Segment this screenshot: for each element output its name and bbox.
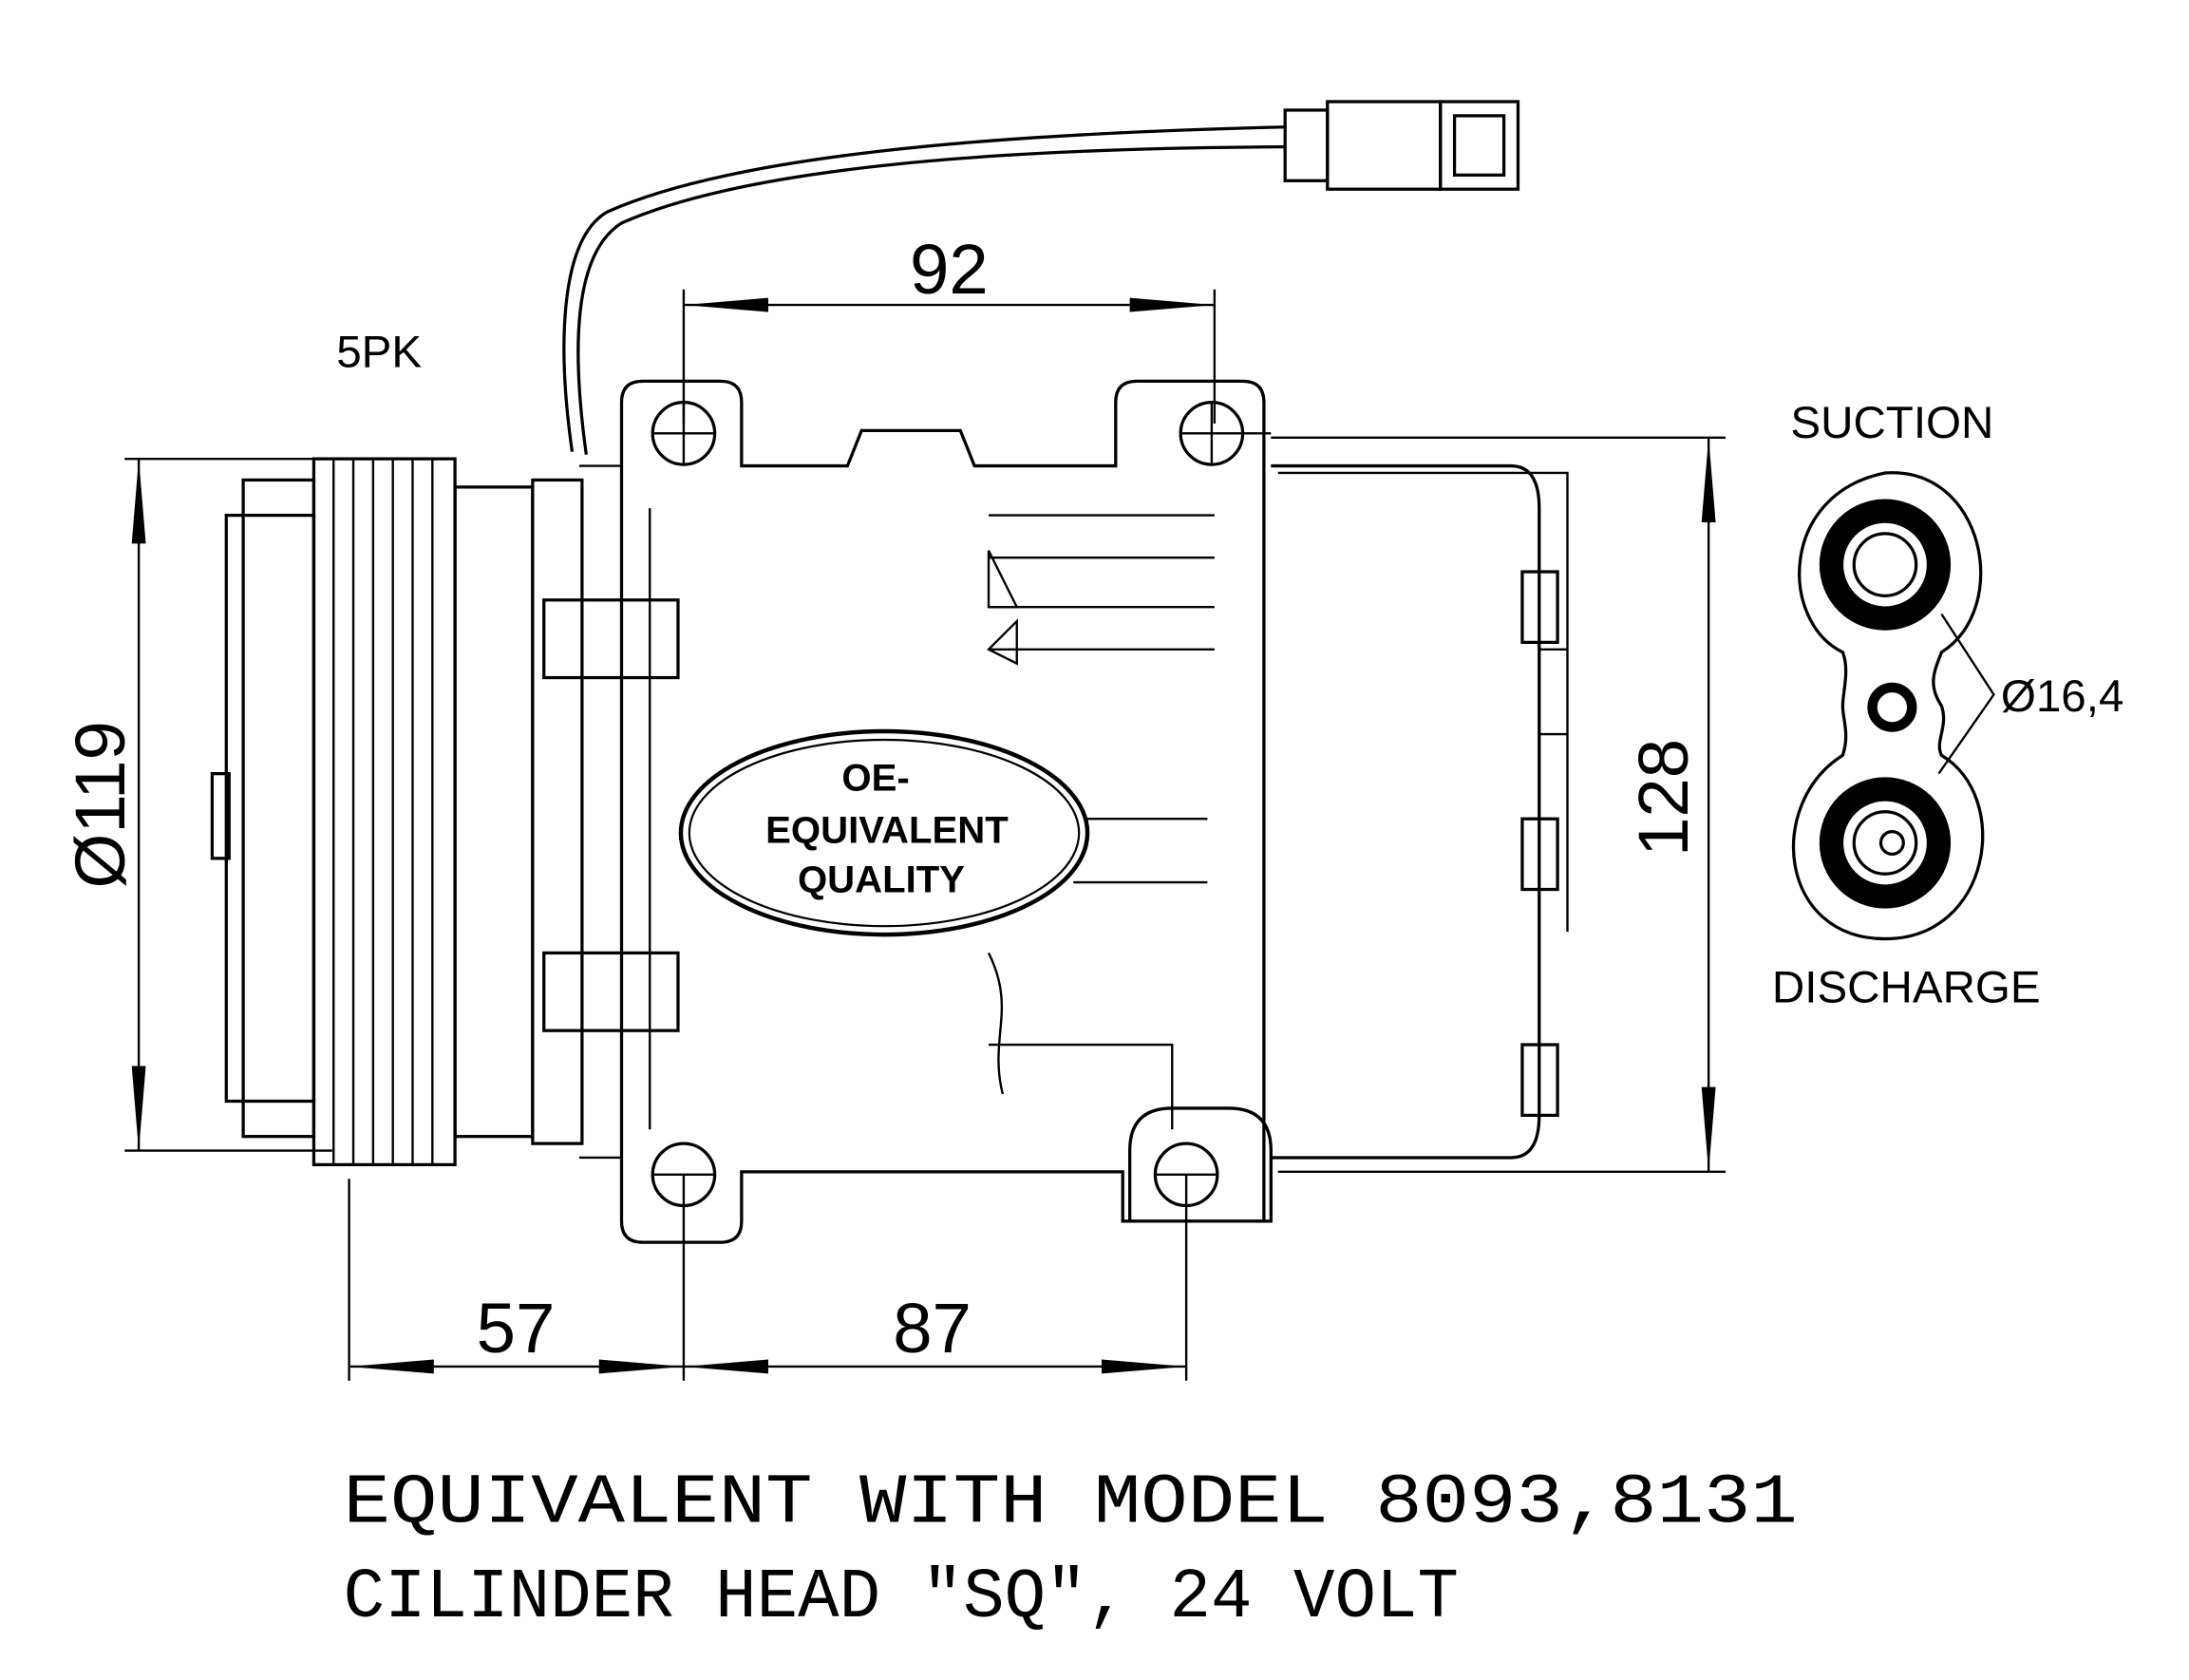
oe-quality-badge: OE- EQUIVALENT QUALITY [678,728,1090,937]
port-flange: SUCTION Ø16,4 DISCHARGE [1772,398,2123,1013]
dimension-92: 92 [682,230,1217,424]
discharge-label: DISCHARGE [1772,962,2041,1012]
rear-housing [1271,463,1569,1160]
note-equivalent-models: EQUIVALENT WITH MODEL 8093,8131 [344,1464,1798,1544]
svg-text:QUALITY: QUALITY [798,859,965,901]
dimension-87: 87 [683,1174,1188,1381]
electrical-connector [562,100,1520,455]
dimension-57: 57 [348,1174,686,1381]
belt-profile-label: 5PK [336,328,422,378]
compressor-body [542,379,1273,1244]
svg-text:EQUIVALENT: EQUIVALENT [765,808,1009,851]
dimension-diameter-119: Ø119 [61,457,332,1152]
note-cylinder-head: CILINDER HEAD "SQ", 24 VOLT [344,1558,1459,1638]
pulley [210,457,584,1167]
dimension-92-label: 92 [910,230,989,309]
suction-label: SUCTION [1790,398,1993,448]
dimension-128-label: 128 [1624,739,1703,857]
dimension-128: 128 [1271,436,1726,1174]
svg-text:87: 87 [893,1289,972,1368]
port-diameter-label: Ø16,4 [2001,671,2124,722]
svg-text:OE-: OE- [841,756,909,799]
svg-text:57: 57 [477,1289,556,1368]
dimension-119-label: Ø119 [61,721,140,888]
